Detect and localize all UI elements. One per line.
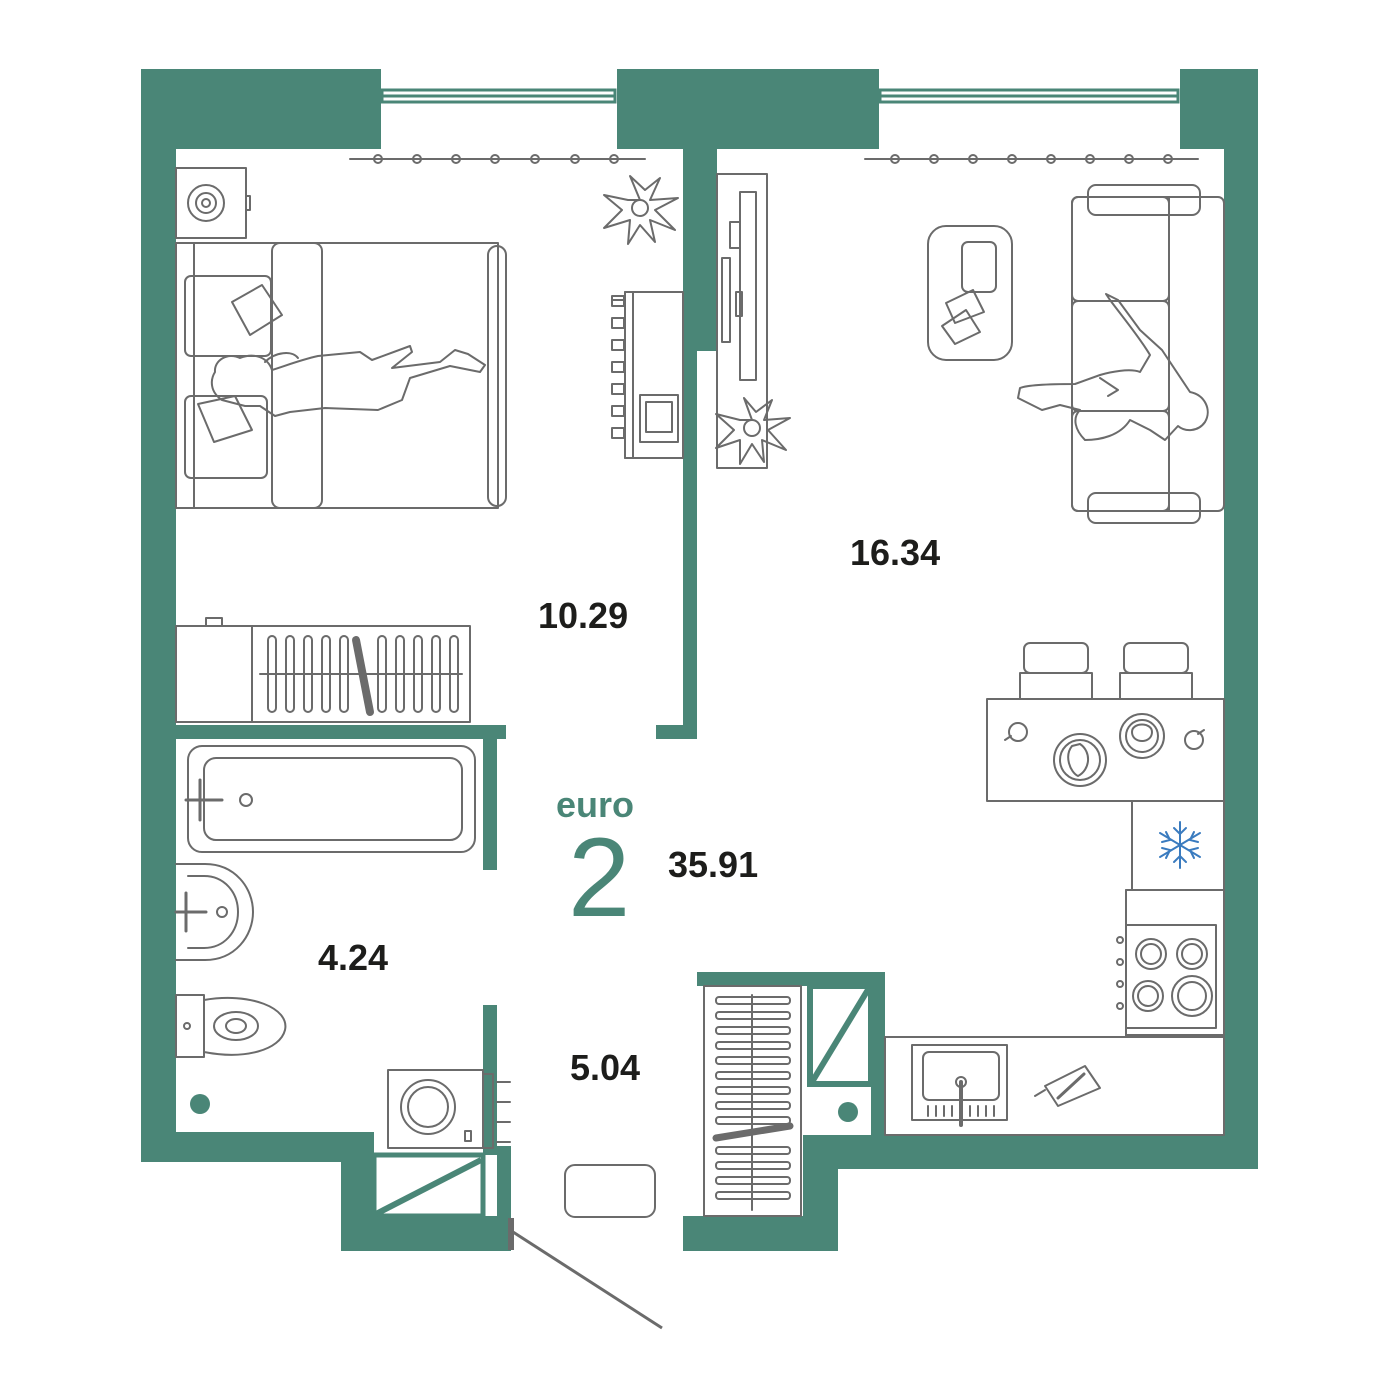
utility-shafts [371,983,874,1219]
area-label-bedroom: 10.29 [538,595,629,636]
hall-bench [564,1164,656,1218]
drain-points [190,1094,858,1122]
total-area-label: 35.91 [668,844,759,885]
bed [175,242,507,509]
wardrobe [175,617,471,723]
area-label-bathroom: 4.24 [318,937,389,978]
area-label-living-kitchen: 16.34 [850,532,941,573]
dining-chairs [1019,642,1193,700]
windows [380,88,1180,104]
entry-door [508,1218,663,1330]
desk [611,291,684,459]
dining-table [986,698,1225,802]
rooms-count-label: 2 [568,815,631,940]
washing-machine [387,1069,511,1149]
snowflake-icon [1159,821,1201,869]
tv-stand [716,173,768,469]
plant-living [715,397,791,465]
stove [1116,889,1225,1036]
curtain-rod-bedroom [349,154,646,164]
coffee-table [927,225,1013,361]
bedside-table [175,167,251,239]
area-label-hallway: 5.04 [570,1047,641,1088]
bathtub [184,745,476,853]
walls [141,69,1258,1251]
curtain-rod-living [864,154,1199,164]
sofa [1017,184,1225,524]
toilet [175,994,287,1058]
kitchen-counter [884,889,1225,1136]
plant-bedroom [603,175,679,245]
furniture [174,154,1225,1218]
bathroom-sink [174,863,254,961]
hall-wardrobe [703,985,802,1217]
layout-type-label: euro [556,784,635,825]
